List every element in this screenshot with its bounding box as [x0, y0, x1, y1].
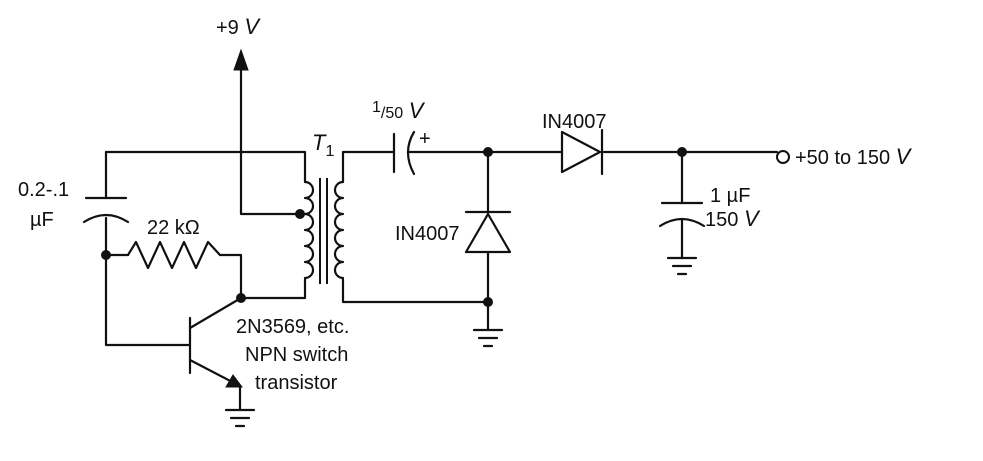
ground-icon: [224, 408, 256, 428]
ground-icon: [472, 328, 504, 348]
junction-dots: [101, 147, 687, 307]
supply-label: +9 V: [216, 14, 261, 39]
feedback-cap-line1: 0.2-.1: [18, 179, 69, 201]
resistor-symbol: [126, 240, 222, 270]
transformer-symbol: [303, 178, 345, 284]
output-label: +50 to 150 V: [795, 144, 913, 169]
polarity-plus: +: [419, 128, 431, 150]
output-terminal-icon: [776, 150, 790, 164]
transistor-symbol: [188, 316, 243, 412]
transformer-label: T1: [312, 130, 334, 160]
shunt-diode-symbol: [464, 210, 512, 254]
resistor-label: 22 kΩ: [147, 217, 200, 239]
supply-arrow-icon: [233, 48, 249, 71]
feedback-cap-line2: µF: [30, 209, 54, 231]
coupling-capacitor: [392, 130, 416, 176]
shunt-diode-label: IN4007: [395, 223, 460, 245]
wiring: [104, 63, 779, 347]
ground-icon: [666, 256, 698, 276]
output-capacitor: [658, 201, 706, 228]
transistor-label-line1: 2N3569, etc.: [236, 316, 349, 338]
series-diode-label: IN4007: [542, 111, 607, 133]
transistor-label-line2: NPN switch: [245, 344, 348, 366]
transistor-label-line3: transistor: [255, 372, 338, 394]
coupling-cap-label: 1/50 V: [372, 98, 426, 123]
output-cap-voltage: 150 V: [705, 206, 761, 231]
feedback-capacitor: [82, 196, 130, 224]
output-cap-value: 1 µF: [710, 185, 750, 207]
series-diode-symbol: [546, 128, 604, 176]
